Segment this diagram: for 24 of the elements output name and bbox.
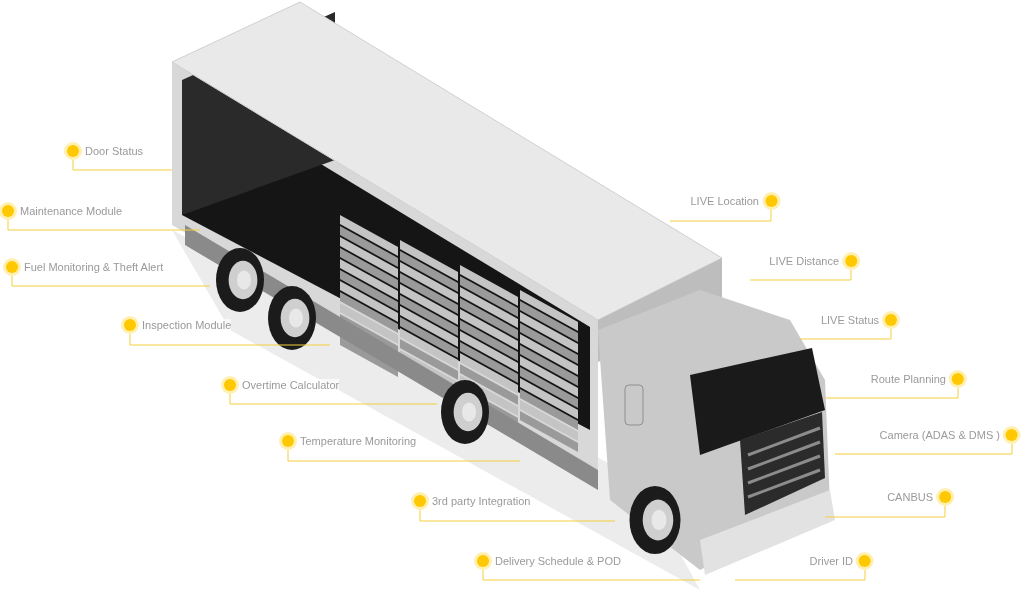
feature-label: Driver ID <box>809 555 853 567</box>
leader-line <box>749 269 852 281</box>
leader-line <box>824 387 959 399</box>
leader-line <box>824 505 946 518</box>
leader-line <box>129 333 331 346</box>
feature-label: Fuel Monitoring & Theft Alert <box>24 261 164 273</box>
leader-line <box>72 159 173 171</box>
leader-line <box>419 509 616 522</box>
feature-label: LIVE Status <box>820 314 879 326</box>
leader-line <box>287 449 521 462</box>
leader-line <box>11 275 211 287</box>
leader-line <box>7 219 201 231</box>
feature-label: Camera (ADAS & DMS ) <box>879 429 1000 441</box>
feature-label: Inspection Module <box>142 319 232 331</box>
feature-label: Door Status <box>85 145 144 157</box>
feature-label: Route Planning <box>870 373 946 385</box>
leader-line <box>482 569 701 581</box>
leader-line <box>834 443 1013 455</box>
feature-label: CANBUS <box>887 491 933 503</box>
leader-line <box>799 328 892 340</box>
leader-line <box>229 393 438 405</box>
leader-line <box>734 569 866 581</box>
feature-label: Maintenance Module <box>20 205 123 217</box>
leader-line <box>669 209 772 222</box>
